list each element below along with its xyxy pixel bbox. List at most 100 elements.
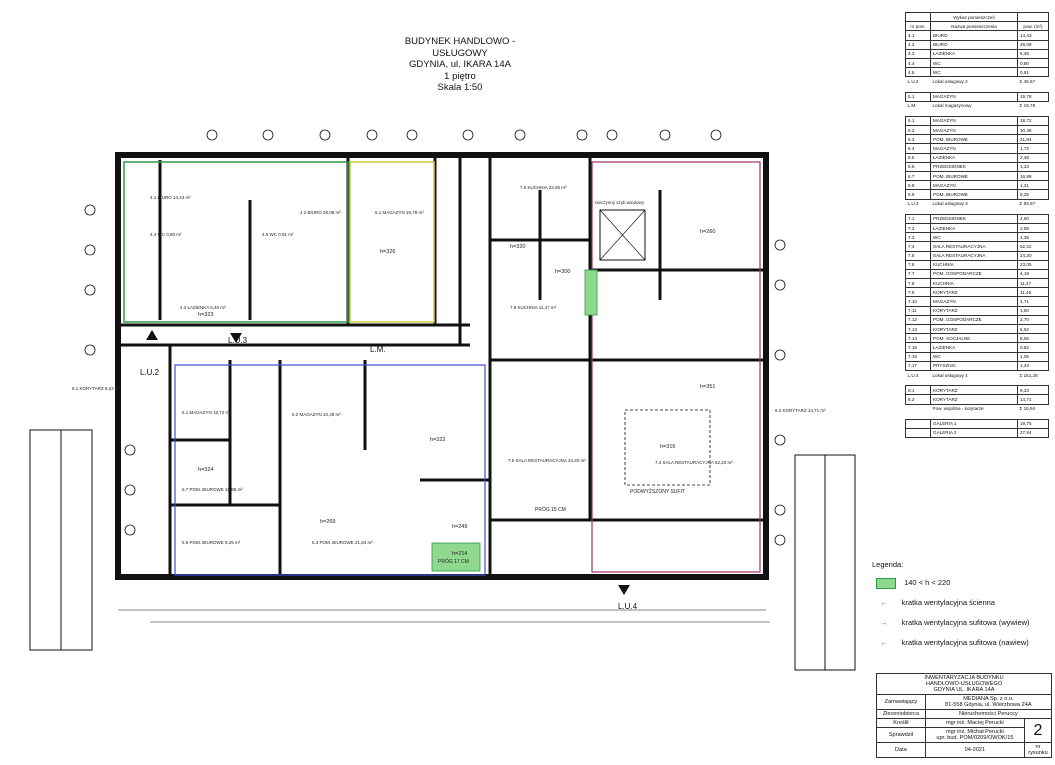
contractor: Nieruchomości Peruccy [924, 709, 1053, 719]
room-number: 7.13 [905, 323, 931, 335]
outer-wall [115, 152, 769, 580]
room-label: 6.7 POM. BIUROWE 16,98 m² [182, 487, 243, 492]
room-name: KORYTARZ [930, 385, 1018, 396]
room-name: GALERIA 1 [930, 418, 1018, 429]
room-name: MAGAZYN [930, 143, 1018, 154]
room-name: PRZEDSIONEK [930, 213, 1018, 224]
room-number: 7.9 [905, 287, 931, 298]
room-number: 6.9 [905, 189, 931, 200]
ceiling-height-label: h=316 [660, 444, 676, 450]
project-line: INWENTARYZACJA BUDYNKU [924, 675, 1004, 681]
client-line: MEDIANA Sp. z o.o. [963, 696, 1014, 702]
room-label: 4.3 ŁAZIENKA 5,46 m² [180, 305, 226, 310]
room-name: POM. BIUROWE [930, 170, 1018, 182]
scale-line: Skala 1:50 [437, 82, 483, 93]
room-label: 6.3 POM. BIUROWE 21,84 m² [312, 540, 373, 545]
room-number: 4.2 [905, 39, 931, 50]
room-name: Lokal usługowy 3 [932, 201, 968, 207]
room-number: 6.6 [905, 161, 931, 173]
checked-label: Sprawdził [876, 727, 926, 743]
room-name: Lokal usługowy 2 [932, 78, 968, 84]
sum-value: Σ 49,67 [1019, 78, 1036, 84]
room-area: 0,80 [1017, 57, 1049, 69]
room-number: 7.5 [905, 250, 931, 261]
arrow-left-icon: ← [880, 638, 888, 647]
date-label: Data [876, 742, 926, 758]
room-number: 6.2 [905, 125, 931, 136]
arrow-left-icon: ← [880, 598, 888, 607]
room-name: Pow. wspólna - korytarze [932, 406, 984, 412]
room-area: 18,72 [1017, 115, 1049, 127]
sum-value: Σ 151,28 [1019, 372, 1038, 378]
room-number: 6.7 [905, 170, 931, 182]
room-area: 21,84 [1017, 134, 1049, 145]
room-area: 1,72 [1017, 143, 1049, 154]
room-number: 7.17 [905, 360, 931, 371]
room-name: MAGAZYN [930, 91, 1018, 102]
room-name: POM. SOCJALNE [930, 333, 1018, 344]
room-name: POM. BIUROWE [930, 134, 1018, 145]
room-area: 0,91 [1017, 67, 1049, 78]
ceiling-height-label: h=322 [430, 437, 446, 443]
room-number: 6.5 [905, 152, 931, 163]
checked-line: mgr inż. Michał Perucki [945, 729, 1004, 735]
room-name: Lokal magazynowy [932, 103, 972, 109]
room-name: POM. GOSPODARCZE [930, 268, 1018, 280]
room-name: KORYTARZ [930, 323, 1018, 335]
room-name: ŁAZIENKA [930, 342, 1018, 353]
room-area: 1,43 [1017, 360, 1049, 371]
contractor-label: Zleceniobiorca [876, 709, 926, 719]
room-area: 0,82 [1017, 342, 1049, 353]
address-line: GDYNIA, ul. IKARA 14A [409, 59, 511, 70]
room-area: 1,23 [1017, 161, 1049, 173]
staircase-right [794, 454, 856, 671]
room-number: 7.14 [905, 333, 931, 344]
room-number: 8.1 [905, 385, 931, 396]
room-name: KUCHNIA [930, 278, 1018, 289]
room-name: MAGAZYN [930, 296, 1018, 307]
room-name: WC [930, 351, 1018, 362]
room-name: MAGAZYN [930, 115, 1018, 127]
low-height-area [584, 269, 598, 316]
drawn-by: mgr inż. Maciej Perucki [924, 718, 1026, 728]
room-area: 1,31 [1017, 180, 1049, 191]
room-name: GALERIA 2 [930, 427, 1018, 439]
column-markers [84, 129, 786, 546]
room-label: 8.1 KORYTARZ 9,23 m² [72, 386, 121, 391]
room-area: 14,43 [1017, 30, 1049, 41]
room-area: 19,78 [1017, 91, 1049, 102]
room-number: nr pom. [905, 21, 931, 32]
project-line: GDYNIA UL. IKARA 14A [933, 687, 995, 693]
room-name: BIURO [930, 39, 1018, 50]
ceiling-height-label: h=326 [380, 249, 396, 255]
room-area: 24,20 [1017, 250, 1049, 261]
room-number: L.M. [907, 103, 917, 109]
room-label: 4.5 WC 0,91 m² [262, 232, 294, 237]
unit-lu2-outline [123, 161, 349, 323]
unit-label-lm: L.M. [370, 345, 386, 354]
client-label: Zamawiający [876, 694, 926, 710]
room-label: 6.1 MAGAZYN 18,72 m² [182, 410, 231, 415]
sum-value: Σ 83,97 [1019, 201, 1036, 207]
legend-label: kratka wentylacyjna ścienna [901, 598, 995, 607]
room-label: 7.8 KUCHNIA 11,47 m² [510, 305, 557, 310]
